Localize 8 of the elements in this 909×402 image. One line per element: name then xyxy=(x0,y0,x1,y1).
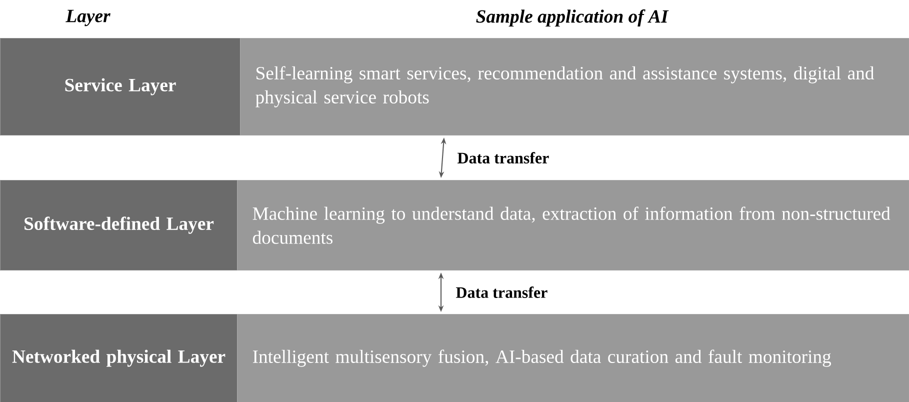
layer-box: Networked physical Layer xyxy=(0,314,238,402)
layer-box: Software-defined Layer xyxy=(0,180,238,271)
description-box: Self-learning smart services, recommendation and assistance systems, digital and physical service robots xyxy=(240,38,909,136)
description-box: Intelligent multisensory fusion, AI-based data curation and fault monitoring xyxy=(237,314,909,402)
description-box: Machine learning to understand data, extraction of information from non-structured documents xyxy=(237,180,909,271)
edge-label: Data transfer xyxy=(458,152,549,164)
layer-box: Service Layer xyxy=(0,38,241,136)
edge-label: Data transfer xyxy=(456,286,548,298)
